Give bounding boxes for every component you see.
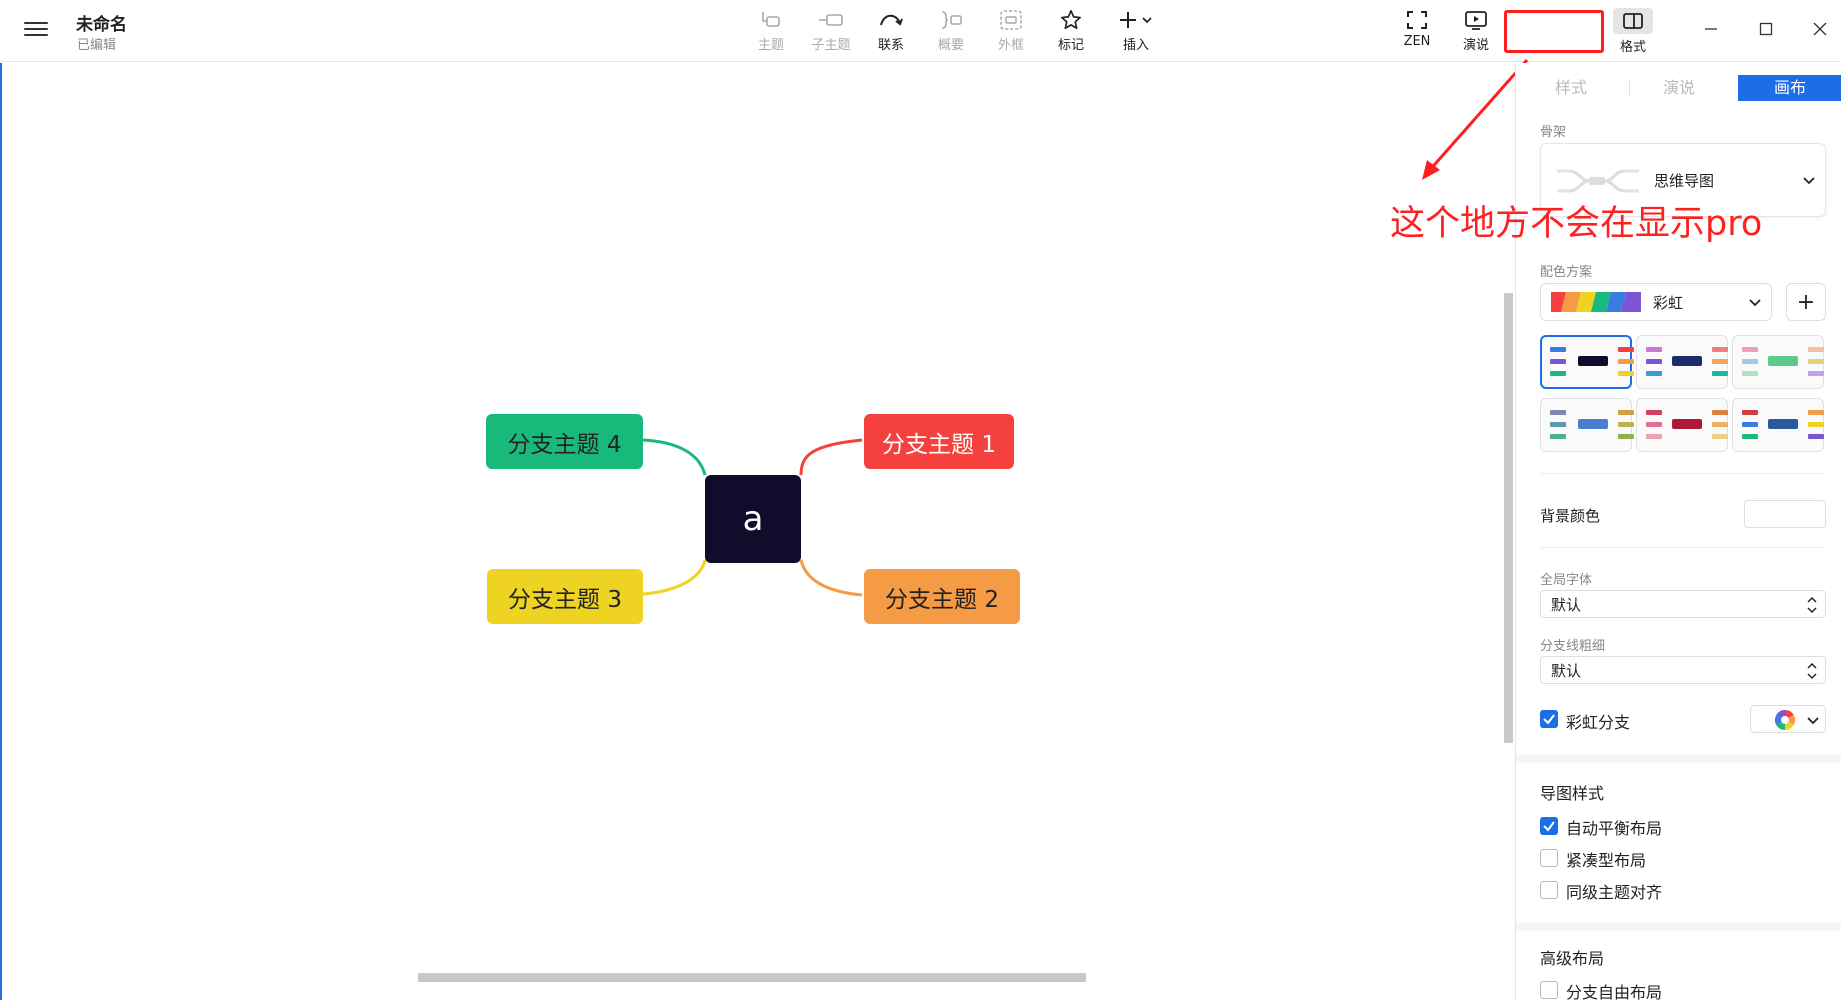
fullscreen-icon <box>1387 8 1447 32</box>
color-scheme-value: 彩虹 <box>1653 293 1684 312</box>
play-screen-icon <box>1446 8 1506 32</box>
horizontal-scroll-thumb[interactable] <box>418 973 1086 982</box>
boundary-label: 外框 <box>997 38 1024 53</box>
branch-width-label: 分支线粗细 <box>1540 639 1606 654</box>
branch-topic-1[interactable]: 分支主题 1 <box>864 414 1014 469</box>
branch-topic-2[interactable]: 分支主题 2 <box>864 569 1020 624</box>
color-scheme-label: 配色方案 <box>1540 265 1593 280</box>
marker-label: 标记 <box>1057 38 1084 53</box>
divider <box>1540 547 1826 548</box>
zen-button[interactable]: ZEN <box>1387 8 1447 56</box>
relation-label: 联系 <box>877 38 904 53</box>
rainbow-branch-label: 彩虹分支 <box>1566 713 1631 732</box>
tab-style[interactable]: 样式 <box>1554 78 1587 97</box>
relation-curve-icon <box>861 8 921 32</box>
branch-topic-4[interactable]: 分支主题 4 <box>486 414 643 469</box>
rainbow-color-picker[interactable] <box>1750 705 1826 733</box>
color-theme-previews <box>1550 347 1824 439</box>
advanced-layout-heading: 高级布局 <box>1540 949 1605 968</box>
divider <box>1540 473 1826 474</box>
bg-color-picker[interactable] <box>1744 500 1826 528</box>
annotation-highlight-box <box>1504 10 1604 53</box>
title-bar: 未命名 已编辑 主题 子主题 联系 概要 外框 标记 <box>0 0 1841 62</box>
branch-width-value: 默认 <box>1551 661 1582 680</box>
align-siblings-checkbox[interactable] <box>1540 881 1558 899</box>
branch-topic-3[interactable]: 分支主题 3 <box>487 569 643 624</box>
align-siblings-label: 同级主题对齐 <box>1566 883 1663 902</box>
marker-button[interactable]: 标记 <box>1041 8 1101 56</box>
panel-tabs: 样式 演说 画布 <box>1516 69 1841 101</box>
format-label: 格式 <box>1619 40 1646 55</box>
compact-layout-checkbox[interactable] <box>1540 849 1558 867</box>
pitch-button[interactable]: 演说 <box>1446 8 1506 56</box>
auto-balance-checkbox[interactable] <box>1540 817 1558 835</box>
color-scheme-select[interactable]: 彩虹 <box>1540 283 1772 321</box>
summary-button[interactable]: 概要 <box>921 8 981 56</box>
chevron-down-icon <box>1749 299 1761 307</box>
global-font-value: 默认 <box>1551 595 1582 614</box>
subtopic-button[interactable]: 子主题 <box>801 8 861 56</box>
skeleton-value: 思维导图 <box>1654 172 1715 190</box>
horizontal-scrollbar[interactable] <box>0 970 1502 982</box>
summary-brace-icon <box>921 8 981 32</box>
checkmark-icon <box>1543 821 1555 832</box>
format-panel: 样式 演说 画布 骨架 思维导图 配色方案 彩虹 + <box>1515 63 1841 1000</box>
insert-label: 插入 <box>1122 38 1149 53</box>
global-font-label: 全局字体 <box>1540 573 1593 588</box>
panel-layout-icon <box>1613 8 1653 34</box>
updown-chevron-icon <box>1807 662 1817 680</box>
annotation-note: 这个地方不会在显示pro <box>1390 204 1763 244</box>
vertical-scrollbar[interactable] <box>1502 63 1514 975</box>
section-separator <box>1516 755 1841 763</box>
map-style-heading: 导图样式 <box>1540 784 1605 803</box>
mindmap-skeleton-icon <box>1557 169 1639 193</box>
checkmark-icon <box>1543 714 1555 725</box>
topic-icon <box>741 8 801 32</box>
free-branch-label: 分支自由布局 <box>1566 983 1663 1000</box>
rainbow-swatch-icon <box>1551 292 1641 312</box>
auto-balance-label: 自动平衡布局 <box>1566 819 1663 838</box>
color-wheel-icon <box>1775 710 1795 730</box>
compact-layout-label: 紧凑型布局 <box>1566 851 1647 870</box>
maximize-icon[interactable] <box>1751 14 1781 44</box>
chevron-down-icon <box>1803 177 1815 185</box>
boundary-icon <box>981 8 1041 32</box>
skeleton-selector[interactable]: 思维导图 <box>1540 143 1826 217</box>
tab-pitch[interactable]: 演说 <box>1662 78 1695 97</box>
free-branch-checkbox[interactable] <box>1540 981 1558 999</box>
tab-canvas[interactable]: 画布 <box>1738 75 1841 101</box>
global-font-select[interactable]: 默认 <box>1540 590 1826 618</box>
subtopic-icon <box>801 8 861 32</box>
document-title[interactable]: 未命名 <box>76 15 127 35</box>
hamburger-menu-icon[interactable] <box>24 19 48 39</box>
subtopic-label: 子主题 <box>811 38 851 53</box>
topic-label: 主题 <box>757 38 784 53</box>
summary-label: 概要 <box>937 38 964 53</box>
chevron-down-icon <box>1807 717 1819 725</box>
boundary-button[interactable]: 外框 <box>981 8 1041 56</box>
minimize-icon[interactable] <box>1696 14 1726 44</box>
zen-label: ZEN <box>1403 34 1431 49</box>
bg-color-label: 背景颜色 <box>1540 507 1601 525</box>
plus-icon <box>1106 8 1166 32</box>
branch-connectors <box>642 438 863 597</box>
branch-width-select[interactable]: 默认 <box>1540 656 1826 684</box>
skeleton-label: 骨架 <box>1540 125 1567 140</box>
star-icon <box>1041 8 1101 32</box>
rainbow-branch-checkbox[interactable] <box>1540 710 1558 728</box>
tab-divider <box>1629 81 1630 95</box>
format-button[interactable]: 格式 <box>1603 8 1663 56</box>
pitch-label: 演说 <box>1462 38 1489 53</box>
vertical-scroll-thumb[interactable] <box>1504 293 1513 743</box>
section-separator <box>1516 923 1841 931</box>
updown-chevron-icon <box>1807 596 1817 614</box>
close-icon[interactable] <box>1805 14 1835 44</box>
save-status: 已编辑 <box>77 38 117 53</box>
central-topic[interactable]: a <box>705 475 801 563</box>
topic-button[interactable]: 主题 <box>741 8 801 56</box>
insert-button[interactable]: 插入 <box>1106 8 1166 56</box>
add-color-scheme-button[interactable]: + <box>1786 283 1826 321</box>
relation-button[interactable]: 联系 <box>861 8 921 56</box>
